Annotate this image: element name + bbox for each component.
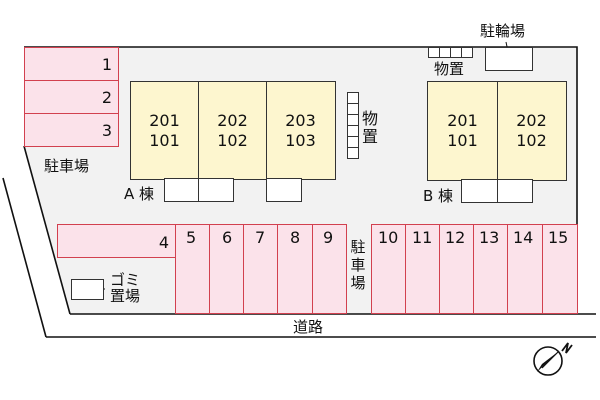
parking-space-11: 11 <box>405 224 440 314</box>
parking-number: 8 <box>290 228 301 247</box>
unit-upper: 201 <box>149 110 180 130</box>
garbage-label-line2: 置場 <box>110 287 141 305</box>
parking-number: 5 <box>186 228 197 247</box>
parking-space-5: 5 <box>175 224 210 314</box>
unit-a-3: 203 103 <box>267 82 334 179</box>
garbage-label-line1: ゴミ <box>110 271 141 289</box>
unit-lower: 102 <box>516 131 547 150</box>
parking-number: 4 <box>158 233 169 252</box>
unit-lower: 101 <box>149 130 180 150</box>
parking-number: 10 <box>378 228 399 247</box>
bicycle-parking-label: 駐輪場 <box>480 22 526 40</box>
parking-number: 9 <box>323 228 334 247</box>
unit-upper: 202 <box>217 110 248 130</box>
parking-space-6: 6 <box>209 224 244 314</box>
building-a-label: A 棟 <box>124 185 155 203</box>
parking-number: 1 <box>101 55 112 74</box>
parking-space-10: 10 <box>371 224 406 314</box>
unit-upper: 201 <box>447 111 478 130</box>
parking-space-4: 4 <box>57 224 176 258</box>
balcony-b-1 <box>461 179 498 203</box>
building-b: 201 101 202 102 <box>427 81 567 181</box>
balcony-b-2 <box>497 179 533 203</box>
unit-b-1: 201 101 <box>428 82 498 180</box>
parking-space-1: 1 <box>24 47 119 81</box>
unit-lower: 103 <box>285 130 316 150</box>
building-b-label: B 棟 <box>423 187 454 205</box>
road-label: 道路 <box>293 318 324 336</box>
unit-b-2: 202 102 <box>498 82 565 180</box>
unit-upper: 202 <box>516 111 547 130</box>
parking-space-14: 14 <box>507 224 543 314</box>
parking-space-7: 7 <box>243 224 278 314</box>
unit-lower: 101 <box>447 131 478 150</box>
parking-number: 15 <box>548 228 569 247</box>
unit-upper: 203 <box>285 110 316 130</box>
parking-space-8: 8 <box>277 224 313 314</box>
parking-number: 13 <box>479 228 500 247</box>
parking-number: 3 <box>101 121 112 140</box>
parking-number: 6 <box>222 228 233 247</box>
parking-space-12: 12 <box>439 224 474 314</box>
parking-number: 12 <box>445 228 466 247</box>
parking-number: 2 <box>101 88 112 107</box>
parking-space-9: 9 <box>312 224 347 314</box>
parking-number: 14 <box>513 228 534 247</box>
balcony-a-3 <box>266 178 302 202</box>
unit-a-2: 202 102 <box>199 82 267 179</box>
parking-space-2: 2 <box>24 80 119 114</box>
parking-number: 7 <box>255 228 266 247</box>
garbage-area <box>71 279 104 300</box>
balcony-a-2 <box>198 178 234 202</box>
building-a: 201 101 202 102 203 103 <box>130 81 336 180</box>
parking-space-3: 3 <box>24 113 119 147</box>
north-compass-icon <box>533 342 573 376</box>
balcony-a-1 <box>164 178 199 202</box>
storage-a-label: 物置 <box>362 109 379 146</box>
unit-lower: 102 <box>217 130 248 150</box>
parking-space-13: 13 <box>473 224 508 314</box>
unit-a-1: 201 101 <box>131 82 199 179</box>
parking-label-middle: 駐車場 <box>350 238 366 292</box>
parking-space-15: 15 <box>542 224 578 314</box>
bicycle-parking <box>485 47 533 71</box>
storage-b-label: 物置 <box>434 60 465 78</box>
parking-number: 11 <box>412 228 433 247</box>
parking-label-left: 駐車場 <box>44 157 90 175</box>
